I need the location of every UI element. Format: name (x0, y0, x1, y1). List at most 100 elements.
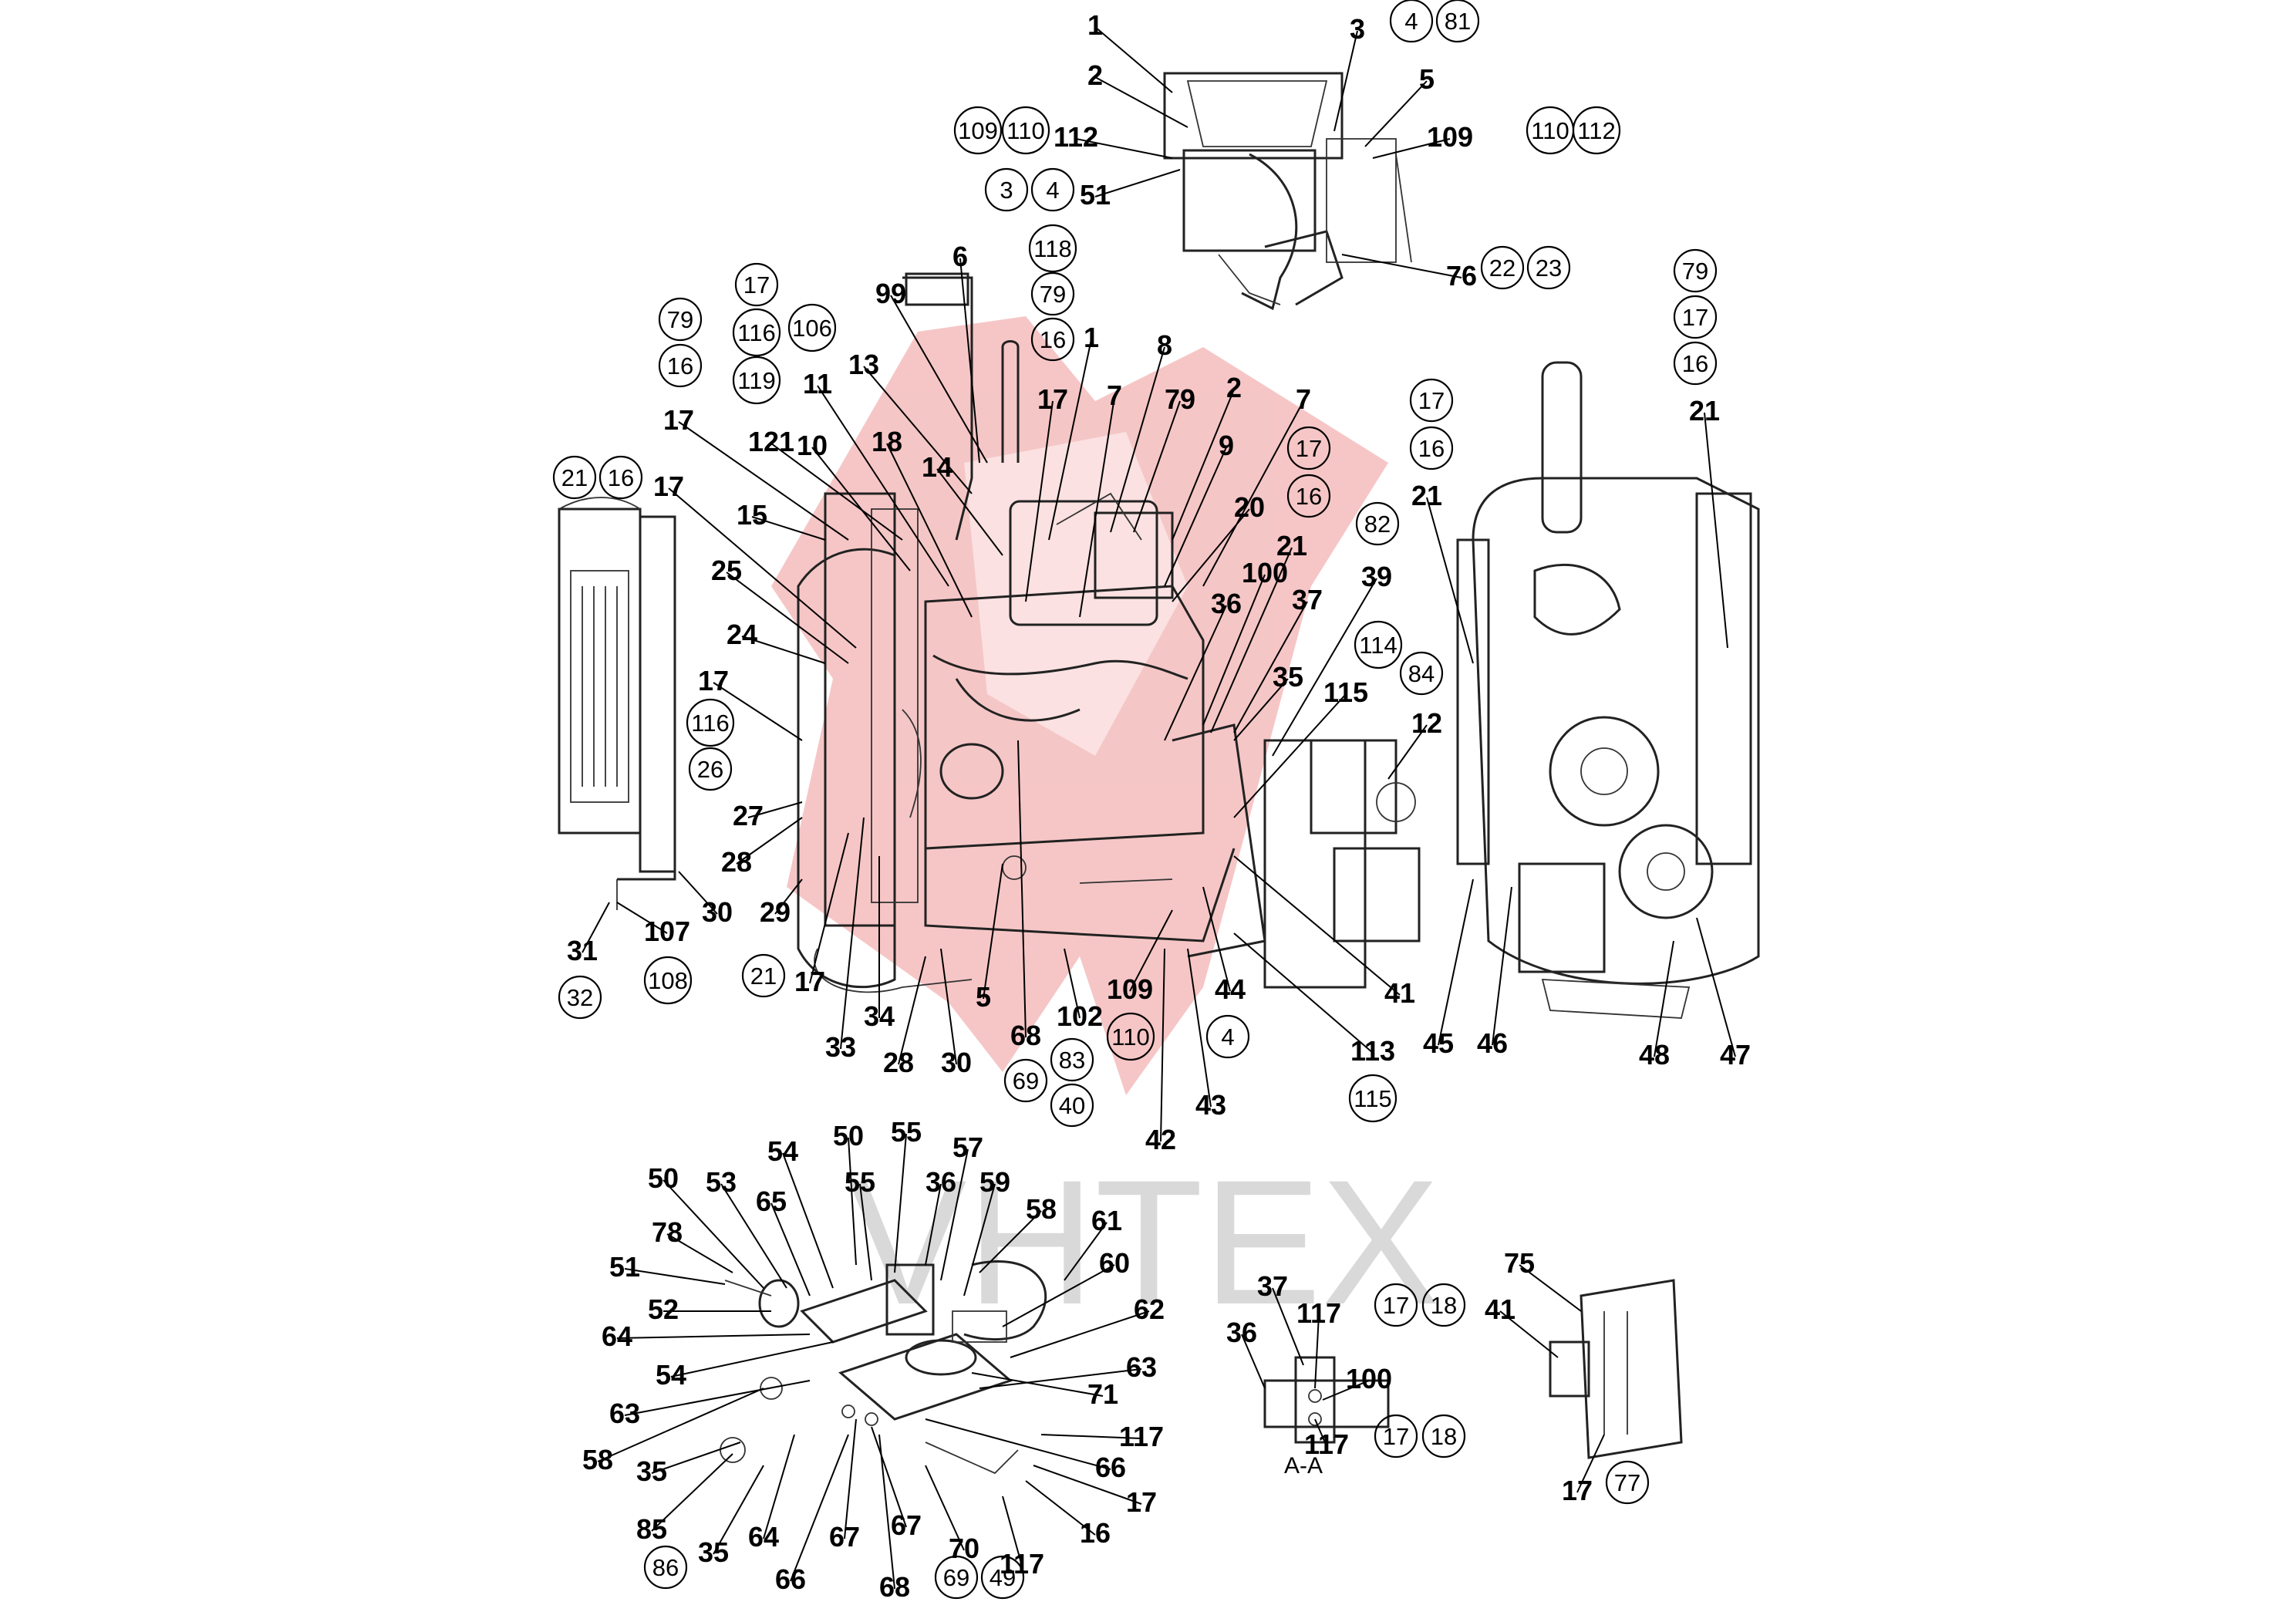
leader-line-48 (1654, 940, 1674, 1057)
radiator-edge (1456, 538, 1490, 865)
leader-line-53 (720, 1183, 787, 1289)
radiator-fins (570, 570, 629, 803)
callout-29: 29 (760, 896, 791, 928)
callout-label: 63 (609, 1398, 640, 1429)
callout-48: 48 (1639, 1039, 1670, 1071)
callout-label: 3 (1350, 13, 1365, 45)
callout-label: 46 (1477, 1027, 1508, 1059)
callout-label: 112 (1054, 121, 1098, 153)
callout-113: 113 (1350, 1035, 1395, 1067)
callout-label: 47 (1720, 1039, 1751, 1071)
callout-label: 35 (698, 1536, 729, 1568)
callout-label: 21 (1689, 395, 1720, 427)
callout-7: 7 (1296, 383, 1311, 415)
leader-line-18 (886, 443, 973, 618)
leader-line-13 (863, 366, 973, 494)
callout-71: 71 (1087, 1378, 1118, 1410)
callout-102: 102 (1057, 1000, 1103, 1032)
callout-17: 17 (653, 470, 684, 502)
callout-label: 67 (829, 1521, 860, 1553)
callout-label: 10 (797, 430, 828, 461)
callout-50: 50 (648, 1162, 679, 1194)
circled-callout-115: 115 (1348, 1074, 1397, 1123)
callout-2: 2 (1226, 372, 1242, 403)
callout-17: 17 (698, 665, 729, 696)
right-end-view (1456, 361, 1760, 1019)
circled-callout-114: 114 (1354, 620, 1403, 669)
callout-41: 41 (1384, 977, 1415, 1009)
callout-label: 8 (1157, 329, 1172, 361)
callout-ring (1286, 474, 1331, 518)
section-bolt-upper (1308, 1389, 1322, 1403)
detail-housing (1580, 1279, 1683, 1459)
leader-line-55 (894, 1133, 907, 1273)
callout-label: 67 (891, 1509, 922, 1541)
callout-50: 50 (833, 1120, 864, 1152)
circled-callout-23: 23 (1526, 245, 1571, 290)
callout-44: 44 (1215, 973, 1246, 1005)
callout-10: 10 (797, 430, 828, 461)
circled-callout-17: 17 (1409, 378, 1454, 423)
callout-label: 9 (1219, 430, 1234, 461)
callout-62: 62 (1134, 1293, 1165, 1325)
circled-callout-16: 16 (658, 343, 703, 388)
callout-label: 64 (748, 1521, 779, 1553)
callout-67: 67 (891, 1509, 922, 1541)
callout-label: 68 (879, 1571, 910, 1603)
radiator-side-tank (639, 515, 676, 873)
callout-label: 109 (958, 117, 998, 144)
circled-callout-119: 119 (732, 356, 781, 405)
leader-line-51 (1094, 169, 1181, 197)
circled-callout-17: 17 (1374, 1414, 1418, 1458)
callout-21: 21 (1689, 395, 1720, 427)
hydraulic-pump-upper (1310, 739, 1397, 835)
callout-75: 75 (1504, 1247, 1535, 1279)
callout-label: 110 (1531, 117, 1569, 144)
callout-label: 117 (1119, 1421, 1164, 1452)
threaded-rod (724, 1280, 772, 1297)
callout-42: 42 (1145, 1124, 1176, 1155)
leader-line-46 (1492, 886, 1512, 1046)
callout-17: 17 (663, 404, 694, 436)
callout-37: 37 (1257, 1270, 1288, 1302)
circled-callout-112: 112 (1572, 106, 1621, 155)
lower-radiator-hose (814, 948, 973, 993)
callout-label: 39 (1361, 561, 1392, 592)
circled-callout-83: 83 (1050, 1037, 1094, 1082)
callout-label: 51 (1080, 179, 1111, 211)
callout-label: 17 (743, 271, 770, 298)
callout-label: 115 (1354, 1085, 1391, 1112)
callout-ring (1355, 501, 1400, 546)
fitting-a (760, 1377, 783, 1400)
callout-label: 30 (941, 1047, 972, 1078)
callout-label: 82 (1364, 511, 1391, 538)
leader-line-3 (1333, 30, 1358, 132)
callout-ring (741, 953, 786, 998)
callout-label: 32 (567, 984, 593, 1011)
callout-label: 115 (1323, 676, 1368, 708)
circled-callout-18: 18 (1421, 1283, 1466, 1327)
callout-label: 117 (1296, 1297, 1341, 1329)
callout-ring (732, 308, 781, 357)
callout-label: 51 (609, 1251, 640, 1283)
left-radiator-view (558, 497, 676, 910)
callout-label: 55 (845, 1166, 875, 1198)
callout-label: 17 (1037, 383, 1068, 415)
callout-label: 2 (1226, 372, 1242, 403)
circled-callout-69: 69 (934, 1555, 979, 1600)
callout-ring (658, 343, 703, 388)
circled-callout-16: 16 (1409, 426, 1454, 470)
callout-63: 63 (1126, 1351, 1157, 1383)
callout-25: 25 (711, 555, 742, 586)
leader-line-60 (1002, 1264, 1115, 1327)
bracket-plate (800, 1279, 928, 1344)
leader-line-62 (1010, 1310, 1150, 1358)
callout-label: 79 (1040, 281, 1066, 308)
leader-line-59 (963, 1183, 996, 1297)
callout-28: 28 (883, 1047, 914, 1078)
callout-59: 59 (979, 1166, 1010, 1198)
hose-fitting (952, 1310, 1007, 1343)
bolt-a (841, 1404, 855, 1418)
callout-1: 1 (1087, 9, 1103, 41)
